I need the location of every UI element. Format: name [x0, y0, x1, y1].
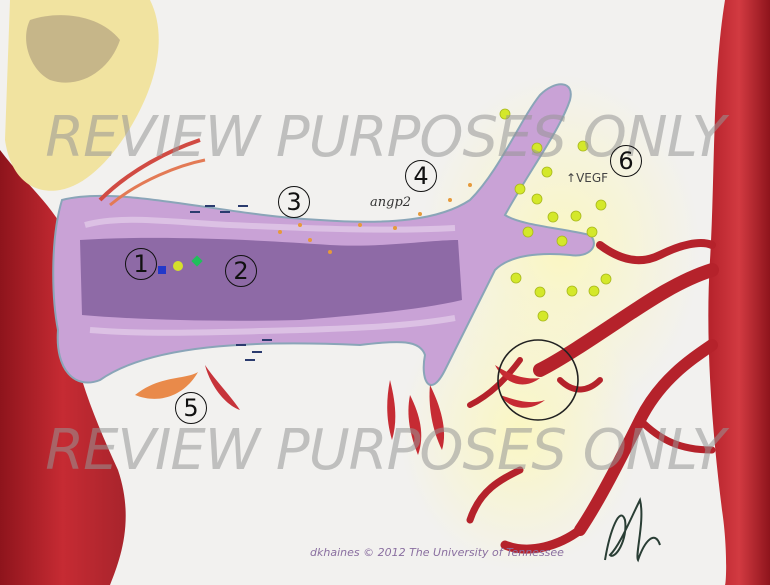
right-parent-vessel	[708, 0, 770, 585]
marker-1: 1	[125, 248, 157, 280]
marker-6: 6	[610, 145, 642, 177]
watermark-top: REVIEW PURPOSES ONLY	[0, 105, 770, 170]
watermark-bottom: REVIEW PURPOSES ONLY	[0, 418, 770, 483]
marker-4: 4	[405, 160, 437, 192]
marker-2: 2	[225, 255, 257, 287]
marker-5: 5	[175, 392, 207, 424]
angp2-label: angp2	[370, 195, 411, 210]
blue-marker	[158, 266, 166, 274]
copyright-credit: dkhaines © 2012 The University of Tennes…	[310, 546, 564, 559]
vegf-text: VEGF	[576, 171, 608, 185]
vegf-label: ↑VEGF	[566, 171, 608, 185]
vegf-arrow: ↑	[566, 171, 576, 185]
yellow-marker	[173, 261, 183, 271]
marker-3: 3	[278, 186, 310, 218]
smooth-muscle-cell	[205, 365, 240, 410]
